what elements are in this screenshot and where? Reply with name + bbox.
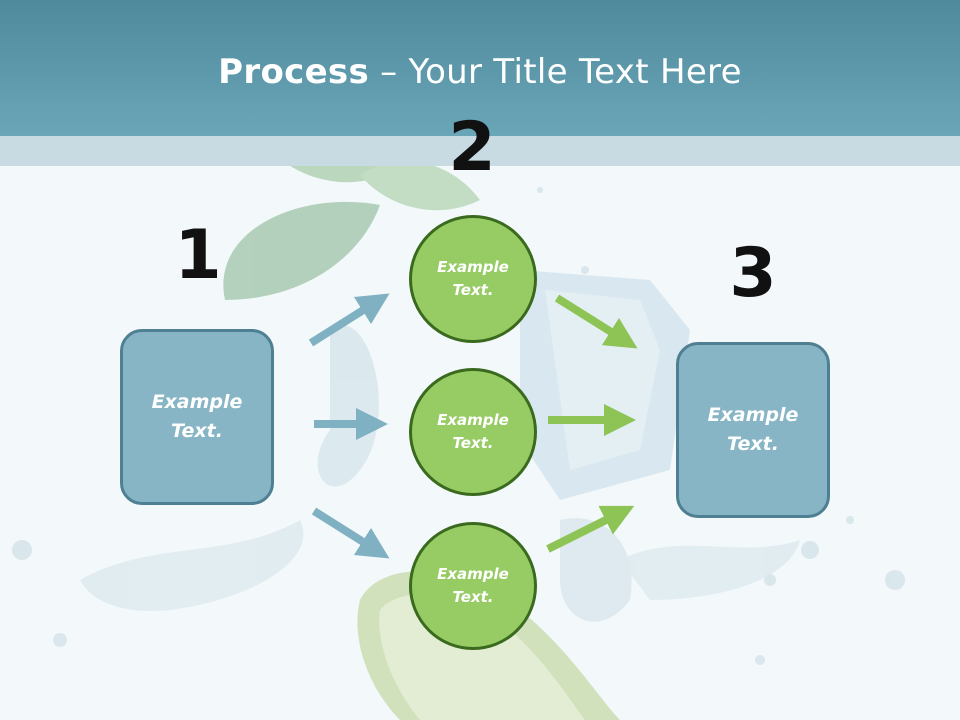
- left-box-text: Example Text.: [151, 391, 243, 442]
- arrow-top-to-right: [554, 294, 638, 349]
- circle-bottom-text: Example Text.: [437, 565, 509, 606]
- right-process-box: Example Text.: [676, 342, 830, 518]
- left-process-box: Example Text.: [120, 329, 274, 505]
- process-circle-middle: Example Text.: [409, 368, 537, 496]
- step-number-3: 3: [729, 234, 777, 313]
- circle-middle-text: Example Text.: [437, 411, 509, 452]
- arrow-bottom-to-right: [546, 505, 635, 553]
- step-number-1: 1: [174, 216, 222, 295]
- title-band: [0, 136, 960, 166]
- arrow-left-to-top: [308, 293, 390, 347]
- arrow-left-to-bottom: [311, 507, 390, 559]
- title-rest: – Your Title Text Here: [369, 52, 742, 92]
- slide-title: Process – Your Title Text Here: [0, 52, 960, 92]
- circle-top-text: Example Text.: [437, 258, 509, 299]
- process-circle-top: Example Text.: [409, 215, 537, 343]
- step-number-2: 2: [448, 108, 496, 187]
- right-box-text: Example Text.: [707, 404, 799, 455]
- title-bold: Process: [218, 52, 370, 92]
- title-bar: [0, 0, 960, 136]
- process-circle-bottom: Example Text.: [409, 522, 537, 650]
